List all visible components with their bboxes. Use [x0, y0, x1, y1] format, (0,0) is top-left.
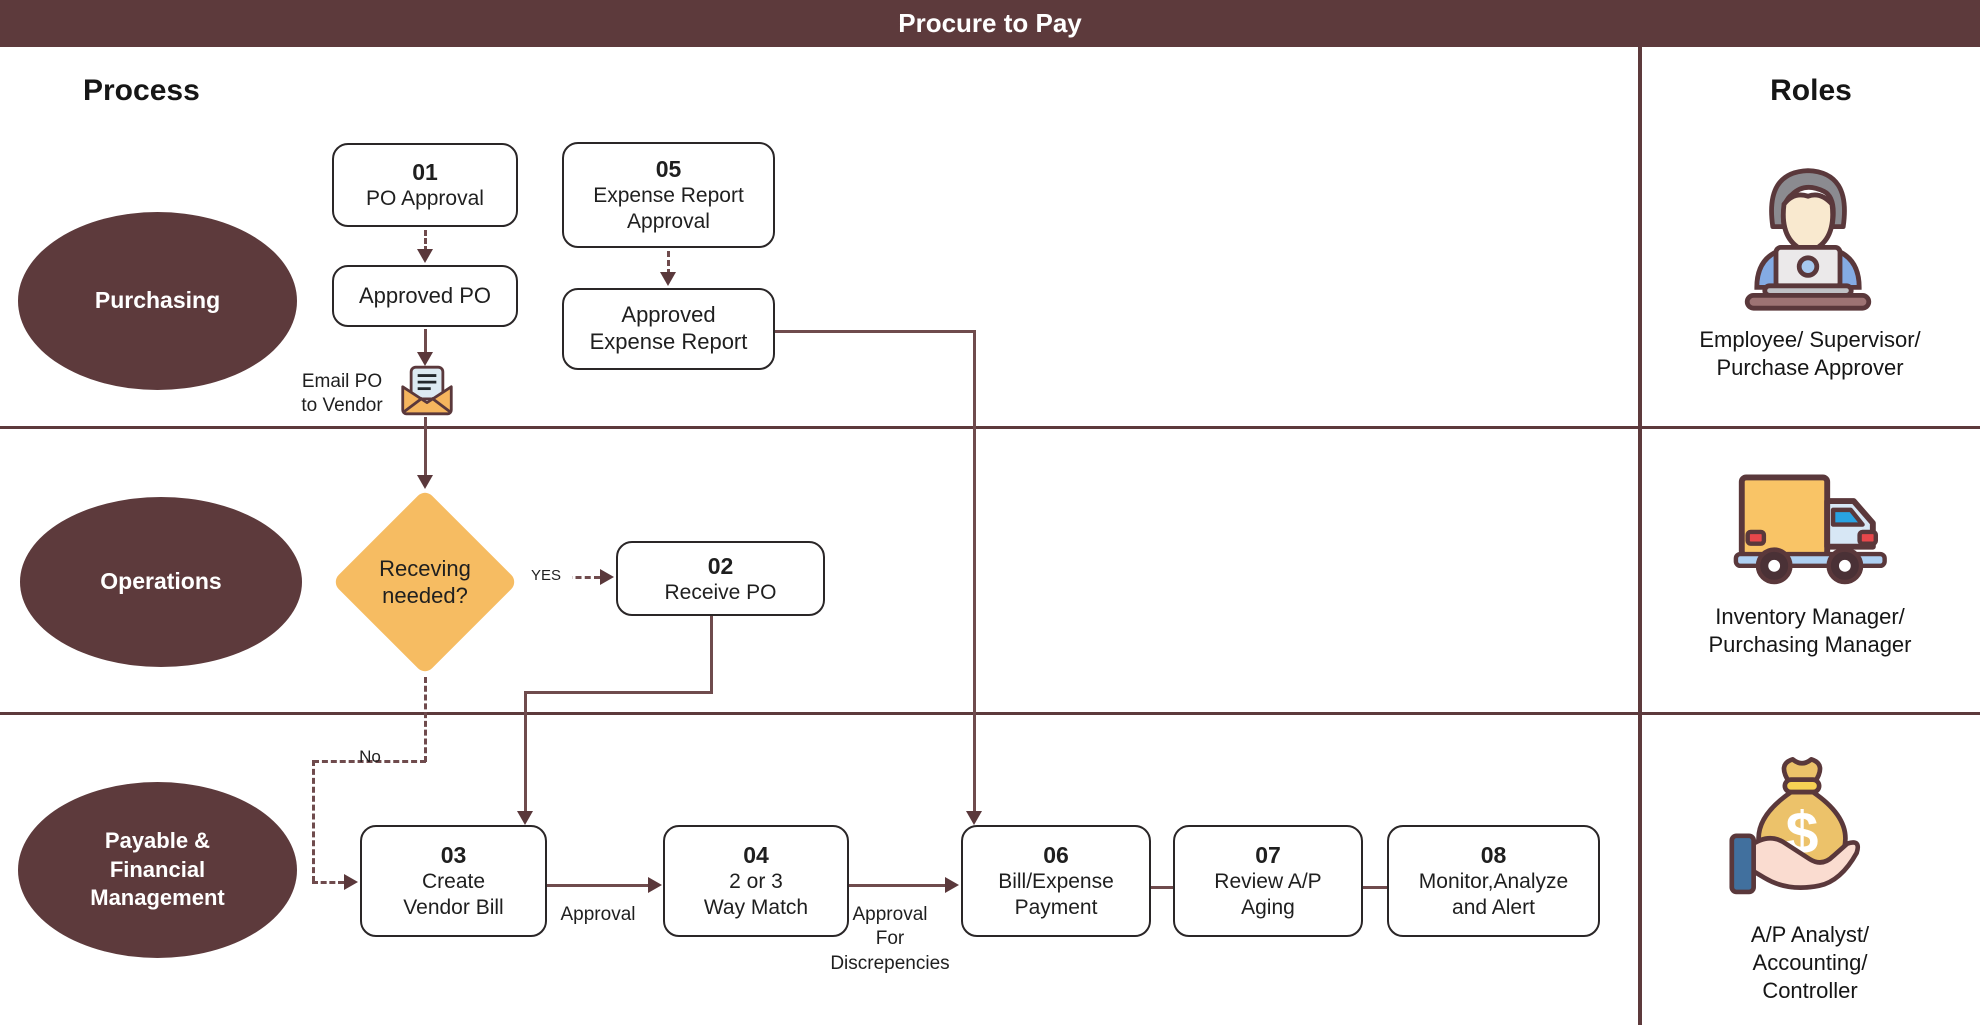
lane-divider-2 [0, 712, 1980, 715]
no-label: No [359, 747, 381, 766]
decision-receiving-needed: Receving needed? [331, 488, 519, 676]
node-05-expense-report-approval: 05 Expense Report Approval [562, 142, 775, 248]
node-03-create-vendor-bill: 03 Create Vendor Bill [360, 825, 547, 937]
node-label: Create Vendor Bill [403, 870, 504, 920]
node-01-po-approval: 01 PO Approval [332, 143, 518, 227]
node-number: 07 [1255, 842, 1281, 869]
arrowhead [966, 811, 982, 825]
node-label: Approved PO [358, 282, 492, 308]
email-po-label: Email PO to Vendor [301, 371, 383, 417]
title-bar: Procure to Pay [0, 0, 1980, 47]
node-number: 04 [743, 842, 769, 869]
arrowhead [600, 569, 614, 585]
node-label: Bill/Expense Payment [998, 870, 1114, 920]
node-label: 2 or 3 Way Match [703, 870, 809, 920]
decision-label: Receving needed? [379, 555, 471, 609]
arrowhead [344, 874, 358, 890]
connector-expense-right [775, 330, 976, 333]
lane-label-payable: Payable & Financial Management [18, 782, 297, 958]
node-approved-po: Approved PO [332, 265, 518, 327]
connector-approved-po-to-email [424, 329, 427, 355]
arrowhead [660, 272, 676, 286]
node-label: Receive PO [664, 580, 777, 604]
approval-discrepancies-label: Approval For Discrepencies [830, 904, 950, 974]
employee-laptop-icon [1728, 150, 1888, 316]
node-approved-expense-report: Approved Expense Report [562, 288, 775, 370]
vertical-divider [1638, 47, 1642, 1025]
connector-07-to-08 [1363, 886, 1387, 889]
node-number: 06 [1043, 842, 1069, 869]
roles-header: Roles [1770, 74, 1852, 107]
process-header: Process [83, 74, 200, 107]
page-title: Procure to Pay [898, 8, 1082, 38]
connector-04-to-06 [849, 884, 946, 887]
node-02-receive-po: 02 Receive PO [616, 541, 825, 616]
node-number: 08 [1480, 842, 1507, 869]
lane-label-operations: Operations [20, 497, 302, 667]
node-number: 01 [412, 159, 438, 186]
arrowhead [648, 877, 662, 893]
arrowhead [945, 877, 959, 893]
node-number: 05 [655, 156, 682, 183]
node-label: Expense Report Approval [593, 184, 744, 234]
node-label: Monitor,Analyze and Alert [1418, 870, 1569, 920]
connector-email-to-decision [424, 417, 427, 477]
approval-label: Approval [560, 904, 636, 925]
connector-02-down [710, 616, 713, 694]
arrowhead [417, 352, 433, 366]
connector-no-down2 [312, 760, 315, 882]
role-ap-analyst-label: A/P Analyst/ Accounting/ Controller [1750, 922, 1870, 1004]
node-08-monitor-analyze: 08 Monitor,Analyze and Alert [1387, 825, 1600, 937]
node-number: 03 [440, 842, 467, 869]
connector-03-to-04 [547, 884, 648, 887]
connector-06-to-07 [1151, 886, 1173, 889]
connector-no-right [312, 881, 344, 884]
connector-02-to-03 [524, 691, 527, 813]
node-label: Approved Expense Report [589, 302, 748, 354]
node-label: Review A/P Aging [1214, 870, 1322, 920]
connector-no-down1 [424, 677, 427, 762]
connector-no-left [313, 760, 426, 763]
connector-expense-down [973, 330, 976, 813]
role-inventory-label: Inventory Manager/ Purchasing Manager [1708, 604, 1912, 658]
connector-02-left [524, 691, 713, 694]
role-employee-label: Employee/ Supervisor/ Purchase Approver [1699, 327, 1921, 381]
lane-divider-1 [0, 426, 1980, 429]
email-envelope-icon [399, 364, 455, 417]
lane-label-purchasing: Purchasing [18, 212, 297, 390]
node-04-way-match: 04 2 or 3 Way Match [663, 825, 849, 937]
node-07-review-ap-aging: 07 Review A/P Aging [1173, 825, 1363, 937]
connector-01-to-approved-po [424, 230, 427, 252]
connector-05-to-approved-expense [667, 251, 670, 275]
yes-label: YES [520, 566, 572, 586]
delivery-truck-icon [1730, 470, 1892, 592]
node-06-bill-expense-payment: 06 Bill/Expense Payment [961, 825, 1151, 937]
arrowhead [417, 249, 433, 263]
node-number: 02 [707, 552, 734, 579]
arrowhead [417, 475, 433, 489]
arrowhead [517, 811, 533, 825]
money-bag-hand-icon: $ [1724, 742, 1880, 914]
node-label: PO Approval [366, 187, 484, 211]
